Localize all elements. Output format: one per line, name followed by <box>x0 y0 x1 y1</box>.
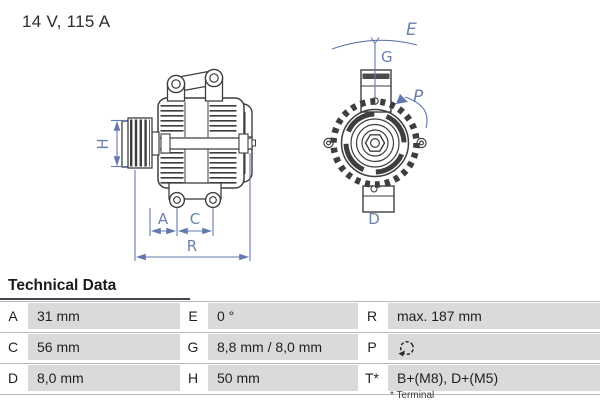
row-separator-2 <box>0 362 600 364</box>
alternator-technical-drawing: H A C R <box>94 20 428 261</box>
table-bottom-line <box>0 393 600 395</box>
front-face <box>330 98 420 188</box>
table-value-p <box>388 334 600 360</box>
front-view-diagram: E G P D <box>323 20 428 228</box>
heading-underline <box>0 298 190 300</box>
front-bottom-foot <box>362 185 395 213</box>
table-key-c: C <box>0 334 26 360</box>
dim-label-h: H <box>94 138 112 149</box>
table-key-a: A <box>0 303 26 329</box>
dim-label-p: P <box>413 87 424 107</box>
table-key-h: H <box>180 365 206 391</box>
rotation-clockwise-icon <box>398 340 415 356</box>
table-key-t: T* <box>358 365 386 391</box>
front-top-lug <box>360 69 392 113</box>
shaft-nut-hex <box>364 134 386 152</box>
table-value-t: B+(M8), D+(M5) <box>388 365 600 391</box>
through-bolt-band <box>160 133 251 154</box>
dim-label-r: R <box>187 237 197 255</box>
table-top-line <box>0 301 600 302</box>
side-view-diagram: H A C R <box>94 68 256 261</box>
table-key-e: E <box>180 303 206 329</box>
rotation-arrowhead <box>396 94 408 104</box>
table-key-r: R <box>358 303 386 329</box>
table-key-g: G <box>180 334 206 360</box>
dim-label-g: G <box>381 48 393 66</box>
table-value-a: 31 mm <box>28 303 187 329</box>
front-view-dimension-labels: E G P D <box>368 20 424 228</box>
table-value-h: 50 mm <box>208 365 365 391</box>
side-view-dimension-labels: H A C R <box>94 138 200 255</box>
table-key-p: P <box>358 334 386 360</box>
rotation-arrow-p <box>404 96 428 129</box>
dim-label-d: D <box>368 210 380 228</box>
angle-arc-e <box>331 39 418 50</box>
dim-label-e: E <box>406 20 417 40</box>
cooling-fins <box>160 105 237 184</box>
rating-title: 14 V, 115 A <box>22 12 111 31</box>
pulley <box>121 117 160 169</box>
terminal-footnote: * Terminal <box>390 390 435 400</box>
fan-blade-segments <box>343 111 407 175</box>
table-value-g: 8,8 mm / 8,0 mm <box>208 334 365 360</box>
lug-bolt-slot <box>362 73 390 79</box>
table-value-d: 8,0 mm <box>28 365 187 391</box>
row-separator-1 <box>0 331 600 333</box>
table-value-r: max. 187 mm <box>388 303 600 329</box>
fan-teeth-ring <box>330 98 420 188</box>
table-heading: Technical Data <box>8 277 117 294</box>
bottom-mounting-foot <box>168 182 222 209</box>
dim-label-a: A <box>158 210 169 228</box>
front-view-dimensions <box>331 37 428 129</box>
mounting-lugs <box>166 68 224 102</box>
dim-label-c: C <box>190 210 200 228</box>
table-value-c: 56 mm <box>28 334 187 360</box>
table-key-d: D <box>0 365 26 391</box>
side-view-dimensions <box>111 119 251 261</box>
side-ears <box>323 137 427 149</box>
table-value-e: 0 ° <box>208 303 365 329</box>
